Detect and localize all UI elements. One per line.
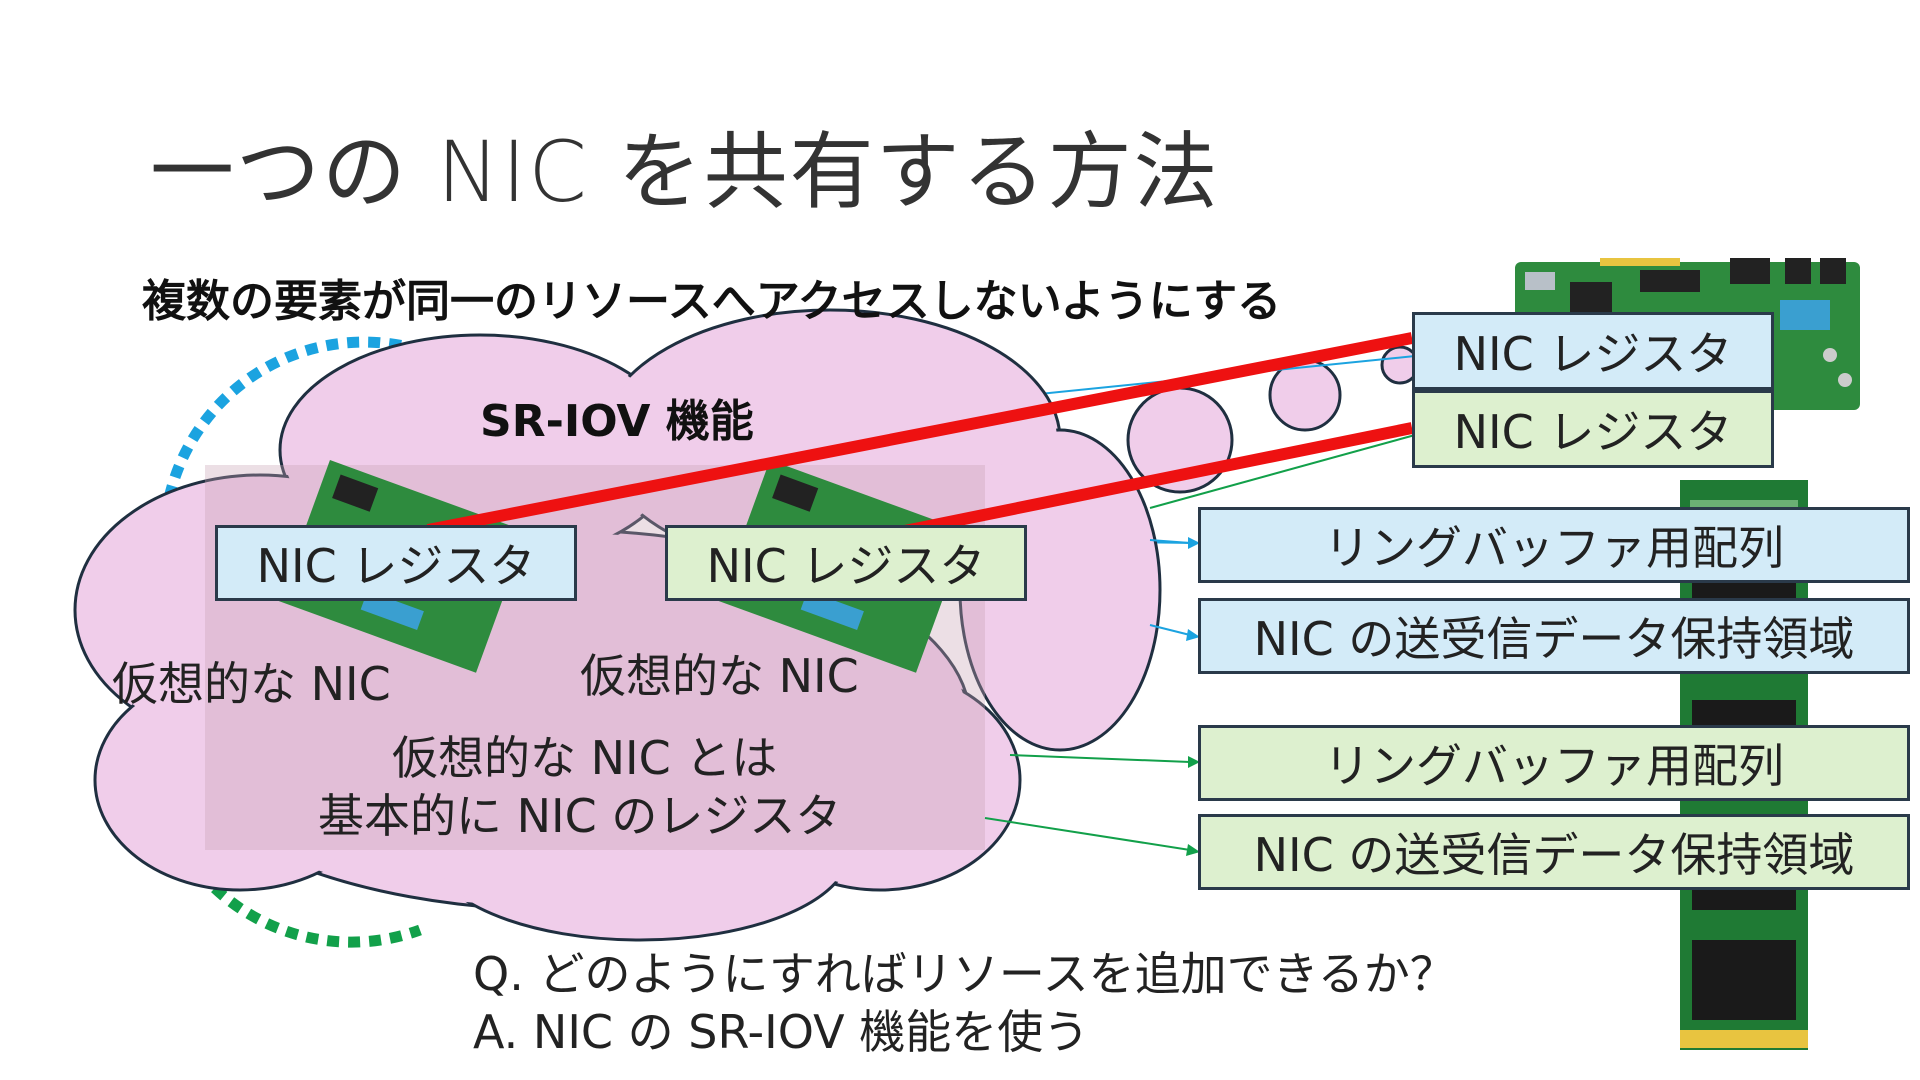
memory-ring-buffer-green: リングバッファ用配列 [1198, 725, 1910, 801]
virtual-nic-register-right: NIC レジスタ [665, 525, 1027, 601]
nic-register-green: NIC レジスタ [1412, 390, 1774, 468]
arrows-to-memory [984, 537, 1200, 856]
memory-ring-buffer-blue: リングバッファ用配列 [1198, 507, 1910, 583]
page-title: 一つの NIC を共有する方法 [150, 123, 1220, 221]
blue-dotted-arc [158, 336, 422, 561]
nic-register-blue: NIC レジスタ [1412, 312, 1774, 390]
red-link-green [893, 422, 1414, 539]
memory-data-area-blue: NIC の送受信データ保持領域 [1198, 598, 1910, 674]
sr-iov-heading: SR-IOV 機能 [480, 396, 754, 447]
virtual-nic-register-left: NIC レジスタ [215, 525, 577, 601]
virtual-nic-note-line2: 基本的に NIC のレジスタ [318, 789, 842, 843]
virtual-nic-label-right: 仮想的な NIC [580, 649, 859, 703]
question-text: Q. どのようにすればリソースを追加できるか？ [473, 947, 1456, 1001]
memory-data-area-green: NIC の送受信データ保持領域 [1198, 814, 1910, 890]
red-link-blue [426, 332, 1414, 536]
virtual-nic-note-line1: 仮想的な NIC とは [392, 731, 778, 785]
subtitle: 複数の要素が同一のリソースへアクセスしないようにする [142, 276, 1282, 327]
answer-text: A. NIC の SR-IOV 機能を使う [473, 1005, 1090, 1059]
virtual-nic-label-left: 仮想的な NIC [112, 657, 391, 711]
